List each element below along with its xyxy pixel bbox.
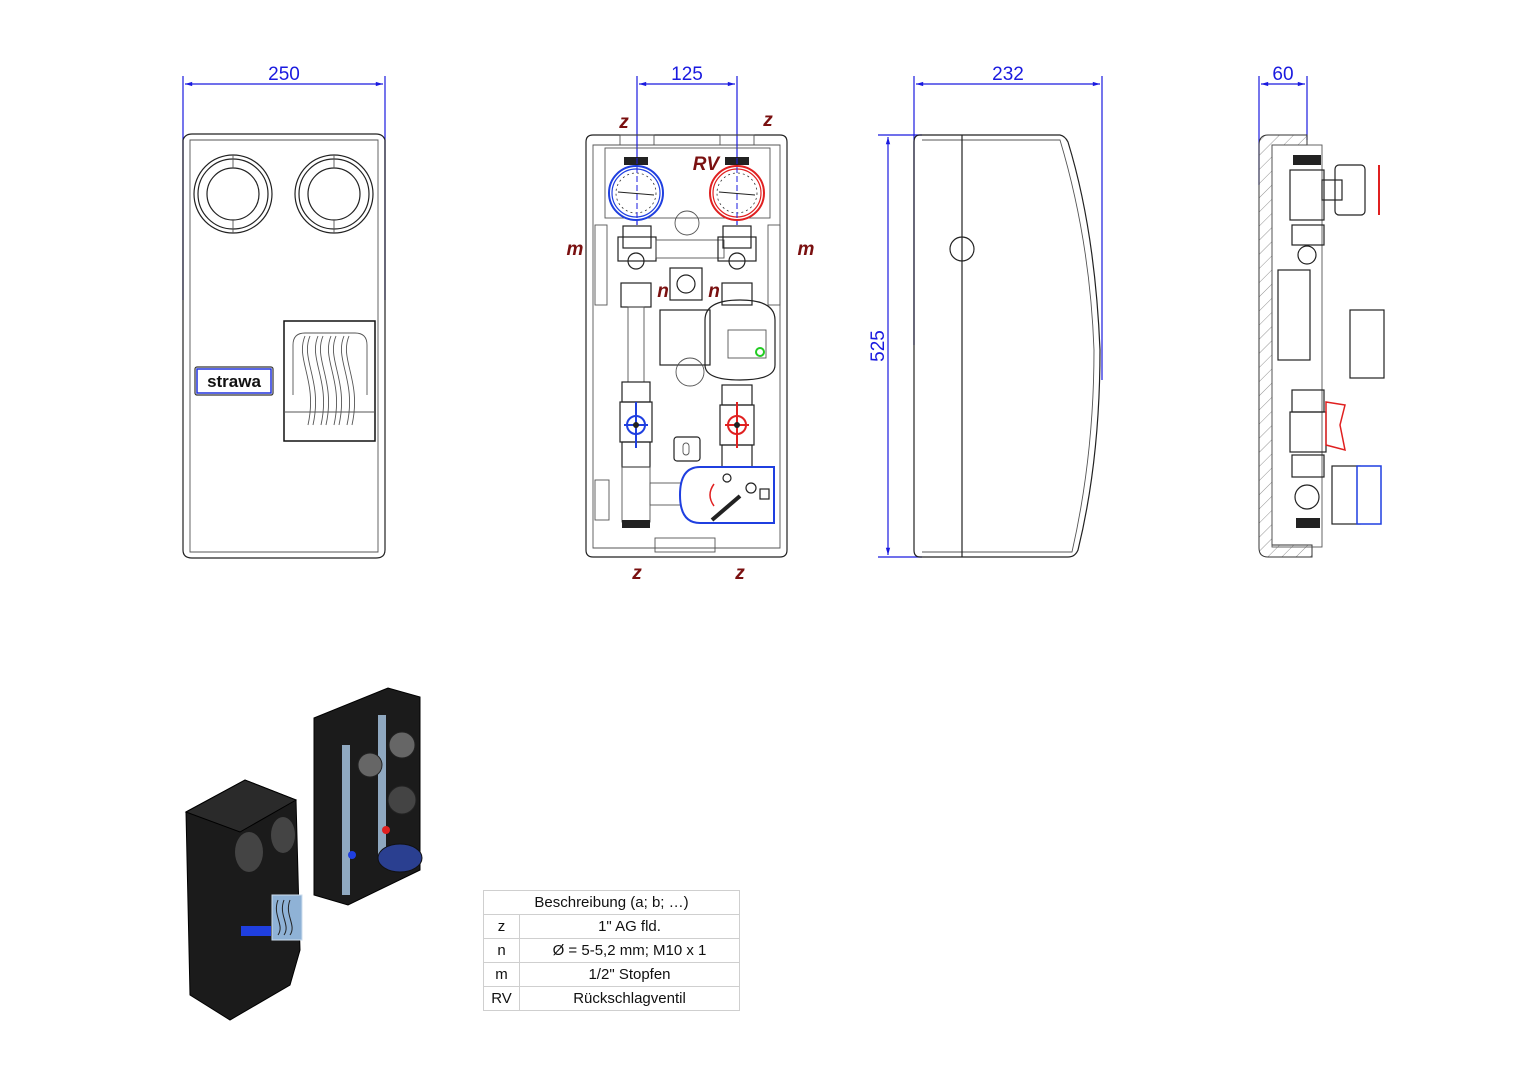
legend-value: 1/2" Stopfen xyxy=(519,962,740,987)
brand-badge: strawa xyxy=(194,366,274,396)
label-m-left: m xyxy=(567,239,584,260)
legend-row: z 1" AG fld. xyxy=(483,914,740,939)
ball-valve-hot xyxy=(725,402,749,448)
ball-valve-cold xyxy=(624,402,648,448)
side-view: 232 525 xyxy=(868,64,1103,558)
width-dimension-250: 250 xyxy=(182,64,386,300)
legend-table: Beschreibung (a; b; …) z 1" AG fld. n Ø … xyxy=(483,890,740,1011)
legend-key: RV xyxy=(483,986,520,1011)
label-n-left: n xyxy=(657,281,669,302)
circulation-pump xyxy=(659,267,776,387)
section-view: 60 xyxy=(1258,64,1385,558)
label-rv: RV xyxy=(693,154,721,175)
open-view: 125 xyxy=(567,64,815,584)
legend-key: z xyxy=(483,914,520,939)
front-opening-right xyxy=(294,154,374,234)
label-n-right: n xyxy=(708,281,720,302)
dimension-label-60: 60 xyxy=(1272,64,1293,85)
dimension-label-232: 232 xyxy=(992,64,1024,85)
isometric-view-cover xyxy=(184,779,303,1021)
label-m-right: m xyxy=(798,239,815,260)
legend-value: Ø = 5-5,2 mm; M10 x 1 xyxy=(519,938,740,963)
label-z-top-right: z xyxy=(762,110,773,131)
thermometer-hot xyxy=(709,157,765,221)
legend-header: Beschreibung (a; b; …) xyxy=(483,890,740,915)
section-fittings xyxy=(1277,155,1385,528)
dimension-label-525: 525 xyxy=(868,330,889,362)
legend-key: m xyxy=(483,962,520,987)
front-opening-left xyxy=(193,154,273,234)
mixing-valve-actuator xyxy=(678,466,775,524)
front-view: 250 strawa xyxy=(182,64,386,559)
dimension-label-125: 125 xyxy=(671,64,703,85)
label-z-top-left: z xyxy=(618,112,629,133)
height-dimension-525: 525 xyxy=(868,134,922,558)
legend-row: n Ø = 5-5,2 mm; M10 x 1 xyxy=(483,938,740,963)
wave-logo-panel xyxy=(283,320,376,442)
dimension-label-250: 250 xyxy=(268,64,300,85)
legend-header-row: Beschreibung (a; b; …) xyxy=(483,890,740,915)
brand-label: strawa xyxy=(207,372,261,391)
label-z-bottom-right: z xyxy=(734,563,745,584)
label-z-bottom-left: z xyxy=(631,563,642,584)
thermometer-cold xyxy=(608,157,664,221)
depth-dimension-232: 232 xyxy=(913,64,1103,380)
isometric-view-station xyxy=(313,687,423,906)
legend-value: 1" AG fld. xyxy=(519,914,740,939)
legend-row: RV Rückschlagventil xyxy=(483,986,740,1011)
legend-value: Rückschlagventil xyxy=(519,986,740,1011)
legend-row: m 1/2" Stopfen xyxy=(483,962,740,987)
legend-key: n xyxy=(483,938,520,963)
